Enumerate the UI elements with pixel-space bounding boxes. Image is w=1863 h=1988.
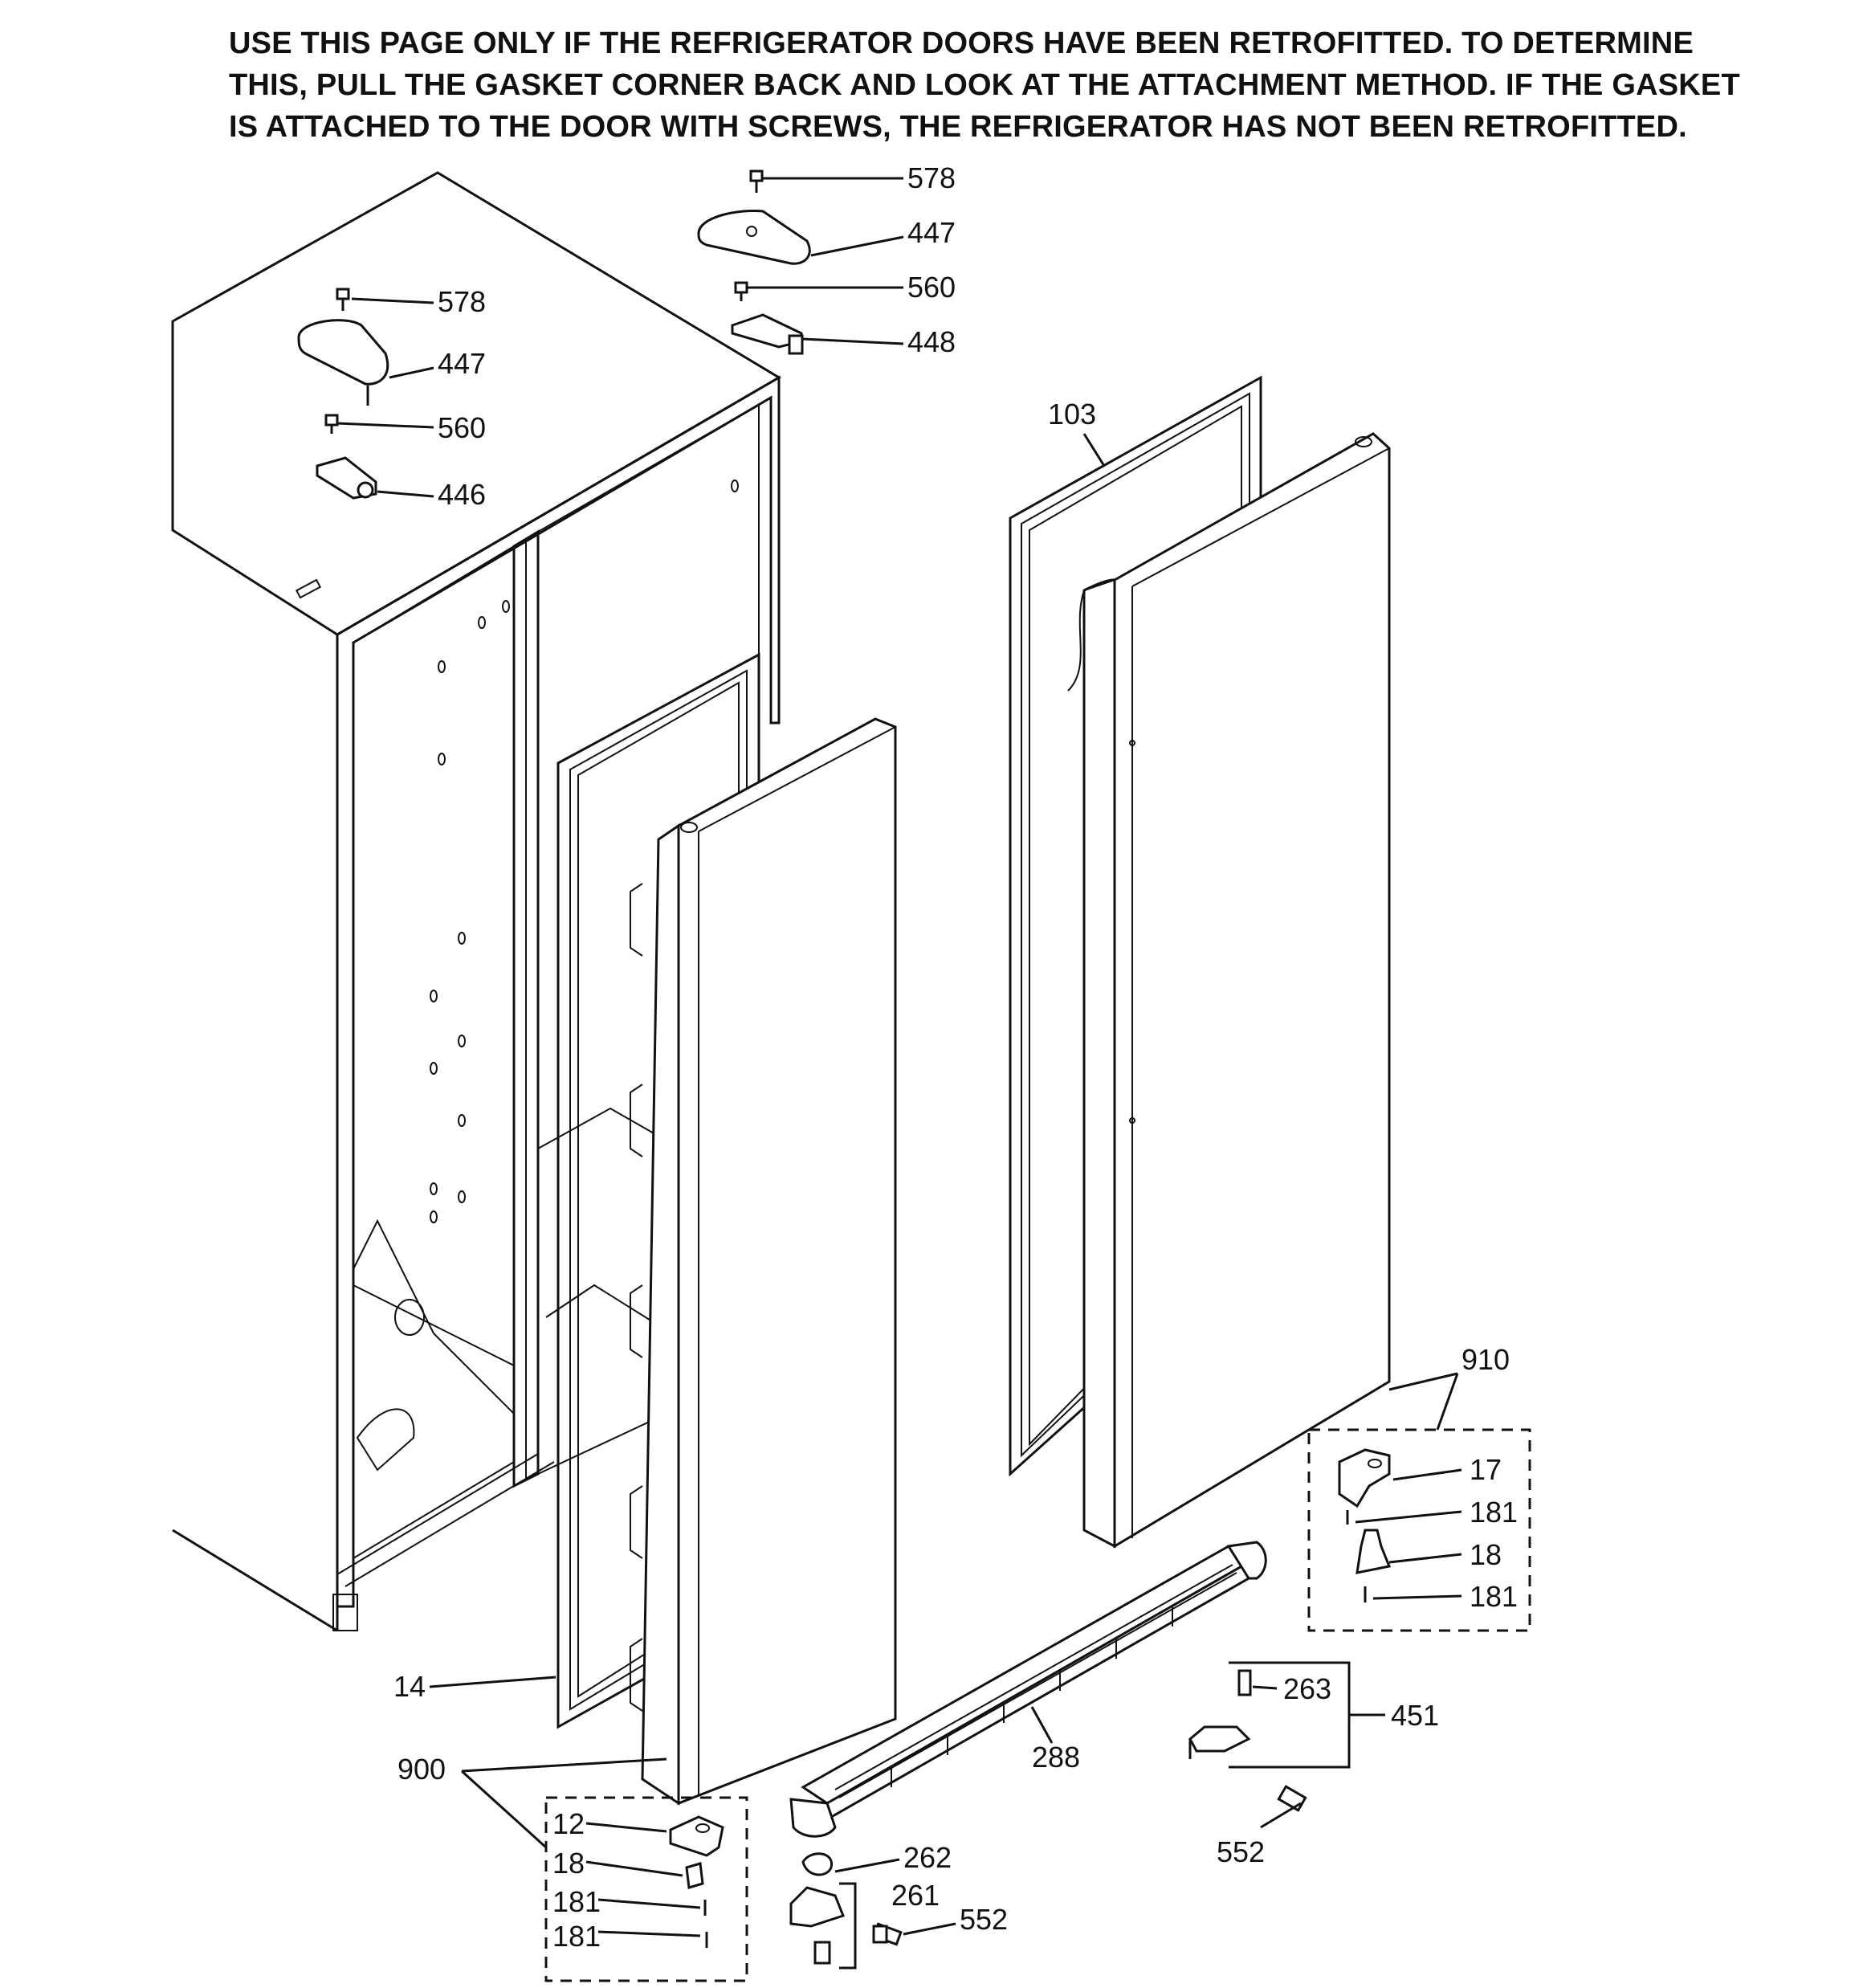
callout-12: 12 [552, 1807, 585, 1840]
pin-icon [685, 1862, 704, 1889]
pin-icon [1355, 1529, 1392, 1574]
callout-labels: 578 447 560 448 578 447 560 446 103 14 9… [393, 161, 1518, 1953]
bracket-icon [669, 1815, 724, 1857]
pin-icon [1237, 1669, 1252, 1696]
retrofit-notice: USE THIS PAGE ONLY IF THE REFRIGERATOR D… [229, 22, 1795, 148]
callout-181-left-b: 181 [552, 1920, 601, 1953]
bolt-icon [1277, 1785, 1307, 1812]
bracket-icon [1338, 1448, 1391, 1508]
callout-910: 910 [1461, 1343, 1510, 1376]
screw-icon [336, 288, 350, 311]
callout-17: 17 [1470, 1453, 1502, 1486]
callout-560-top-right: 560 [907, 271, 956, 304]
callout-14: 14 [393, 1670, 426, 1703]
screw-icon [749, 169, 764, 193]
hinge-bracket-icon [789, 1886, 845, 1928]
callout-181-right-a: 181 [1470, 1496, 1518, 1529]
hinge-cap-icon [697, 210, 811, 265]
callout-451: 451 [1391, 1699, 1439, 1732]
hinge-cap-icon [297, 319, 389, 386]
freezer-door-hinge-kit [544, 1796, 748, 1982]
callout-446: 446 [438, 478, 486, 511]
callout-552-right: 552 [1217, 1835, 1265, 1868]
callout-263: 263 [1283, 1672, 1331, 1705]
callout-578-top-left: 578 [438, 285, 486, 318]
callout-18-right: 18 [1470, 1538, 1502, 1571]
screw-icon [734, 281, 748, 301]
callout-900: 900 [397, 1753, 446, 1786]
top-left-hinge-assembly [297, 288, 389, 500]
callout-261: 261 [891, 1879, 940, 1912]
callout-288: 288 [1032, 1741, 1080, 1774]
notice-line-3: IS ATTACHED TO THE DOOR WITH SCREWS, THE… [229, 110, 1687, 144]
top-right-hinge-assembly [697, 169, 811, 355]
hinge-kit-bracket-line [839, 1882, 857, 1970]
callout-262: 262 [903, 1841, 952, 1874]
notice-line-2: THIS, PULL THE GASKET CORNER BACK AND LO… [229, 68, 1740, 102]
bolt-icon [872, 1925, 888, 1944]
lower-right-hinge-parts [1188, 1669, 1307, 1812]
callout-18-left: 18 [552, 1847, 585, 1880]
callout-552-left: 552 [960, 1903, 1008, 1936]
fridge-door-hinge-kit [1307, 1428, 1531, 1632]
callout-447-top-right: 447 [907, 216, 956, 249]
hinge-kit-bracket-line [1229, 1661, 1385, 1769]
callout-103: 103 [1048, 398, 1096, 431]
fridge-door [1067, 432, 1391, 1549]
callout-448: 448 [907, 325, 956, 358]
notice-line-1: USE THIS PAGE ONLY IF THE REFRIGERATOR D… [229, 27, 1694, 60]
screw-icon [324, 414, 339, 434]
washer-icon [801, 1852, 833, 1876]
callout-181-left-a: 181 [552, 1885, 601, 1918]
shelf-holes [430, 480, 739, 1223]
callout-447-top-left: 447 [438, 347, 486, 380]
callout-560-top-left: 560 [438, 411, 486, 444]
callout-leaders [336, 177, 1462, 1937]
grille-icon [789, 1541, 1267, 1838]
callout-181-right-b: 181 [1470, 1580, 1518, 1613]
freezer-door [630, 717, 897, 1806]
lower-left-hinge-parts [789, 1852, 903, 1965]
callout-578-top-right: 578 [907, 161, 956, 194]
